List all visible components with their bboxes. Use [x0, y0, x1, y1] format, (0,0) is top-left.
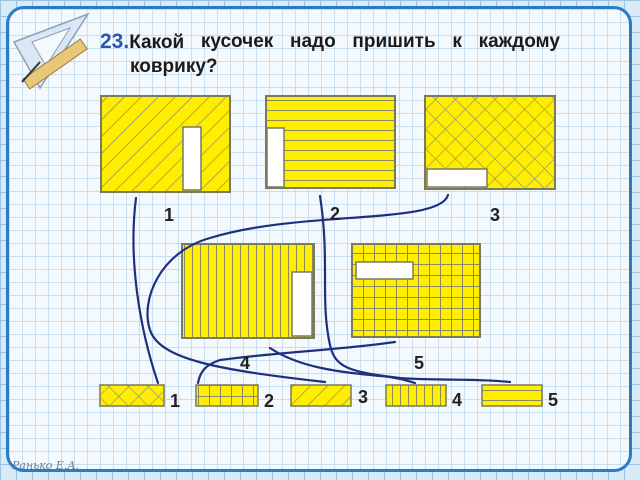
patch-4 [385, 384, 447, 407]
task-number: 23. [100, 30, 130, 53]
mat-4 [181, 243, 315, 339]
connector-mat3-patch3 [146, 193, 450, 384]
patch-1 [99, 384, 165, 407]
patch-label-4: 4 [452, 390, 463, 410]
connector-mat4-patch4 [268, 346, 417, 385]
connector-lines [132, 193, 512, 385]
task-word: каждому [478, 31, 560, 52]
patch-label-1: 1 [170, 391, 181, 411]
mat-label-4: 4 [240, 353, 251, 373]
task-word: Какой [129, 32, 185, 53]
patch-label-2: 2 [264, 391, 275, 411]
mat-label-3: 3 [490, 205, 501, 225]
mat-3 [424, 95, 556, 190]
patch-3 [290, 384, 352, 407]
connector-mat1-patch3 [132, 196, 160, 385]
patch-label-5: 5 [548, 390, 559, 410]
mat-5 [351, 243, 481, 338]
patch-2 [195, 384, 259, 407]
task-word: пришить [352, 31, 436, 52]
author-credit: Ранько Е.А. [12, 459, 80, 472]
task-line-2: коврику? [130, 56, 218, 77]
connector-mat2-patch5 [318, 194, 512, 384]
task-word: к [452, 31, 462, 52]
task-question: 23.Какой кусочек надо пришить к каждому … [100, 30, 560, 79]
mat-label-5: 5 [414, 353, 425, 373]
connector-mat5-patch2 [196, 340, 397, 385]
ruler-triangle-icon [12, 12, 90, 90]
task-word: кусочек [200, 31, 274, 52]
mat-label-1: 1 [164, 205, 175, 225]
task-line-1: 23.Какой кусочек надо пришить к каждому [100, 30, 560, 55]
mat-1 [100, 95, 231, 193]
patch-5 [481, 384, 543, 407]
mat-label-2: 2 [330, 204, 341, 224]
patch-label-3: 3 [358, 387, 369, 407]
task-word: надо [289, 31, 336, 52]
mat-2 [265, 95, 396, 189]
